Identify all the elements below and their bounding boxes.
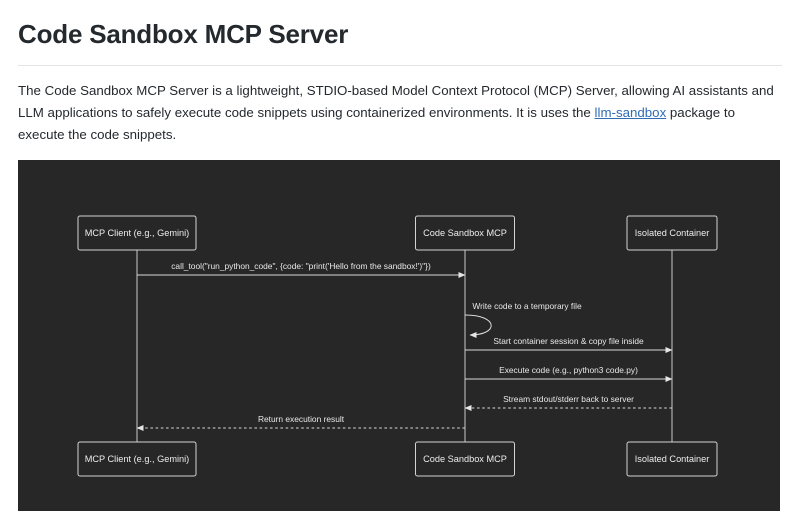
participant-container-top[interactable]: Isolated Container	[626, 215, 718, 250]
message-label: Write code to a temporary file	[472, 301, 582, 311]
participant-label: Code Sandbox MCP	[423, 227, 507, 237]
intro-text-after-link: package to execute the code snippets.	[18, 104, 735, 142]
participant-server-top[interactable]: Code Sandbox MCP	[415, 215, 515, 250]
participant-boxes-top: MCP Client (e.g., Gemini) Code Sandbox MC…	[77, 215, 718, 250]
message-2: Write code to a temporary file	[464, 301, 582, 338]
participant-box	[626, 215, 718, 250]
intro-paragraph: The Code Sandbox MCP Server is a lightwe…	[18, 80, 782, 146]
participant-client-bottom[interactable]: MCP Client (e.g., Gemini)	[77, 441, 197, 476]
sequence-diagram-panel: call_tool("run_python_code", {code: "pri…	[18, 159, 780, 511]
participant-client-top[interactable]: MCP Client (e.g., Gemini)	[77, 215, 197, 250]
participant-boxes-bottom: MCP Client (e.g., Gemini) Code Sandbox MC…	[77, 441, 718, 476]
message-label: Stream stdout/stderr back to server	[503, 394, 634, 404]
participant-label: MCP Client (e.g., Gemini)	[85, 453, 190, 463]
message-label: call_tool("run_python_code", {code: "pri…	[171, 261, 431, 271]
messages-group: call_tool("run_python_code", {code: "pri…	[136, 261, 673, 431]
message-label: Start container session & copy file insi…	[493, 336, 644, 346]
llm-sandbox-link[interactable]: llm-sandbox	[594, 104, 667, 120]
participant-label: MCP Client (e.g., Gemini)	[85, 227, 190, 237]
message-5: Stream stdout/stderr back to server	[464, 394, 672, 411]
participant-label: Isolated Container	[635, 453, 710, 463]
participant-box	[77, 441, 197, 476]
message-label: Execute code (e.g., python3 code.py)	[499, 365, 638, 375]
participant-box	[415, 215, 515, 250]
self-loop-path	[464, 314, 492, 338]
message-label: Return execution result	[258, 414, 345, 424]
participant-server-bottom[interactable]: Code Sandbox MCP	[415, 441, 515, 476]
title-divider	[18, 64, 782, 66]
message-4: Execute code (e.g., python3 code.py)	[465, 365, 673, 382]
participant-box	[626, 441, 718, 476]
lifelines-group	[136, 249, 673, 442]
participant-box	[77, 215, 197, 250]
message-6: Return execution result	[136, 414, 465, 431]
message-3: Start container session & copy file insi…	[465, 336, 673, 353]
participant-box	[415, 441, 515, 476]
participant-container-bottom[interactable]: Isolated Container	[626, 441, 718, 476]
participant-label: Code Sandbox MCP	[423, 453, 507, 463]
sequence-diagram-svg: call_tool("run_python_code", {code: "pri…	[77, 215, 718, 476]
participant-label: Isolated Container	[635, 227, 710, 237]
intro-text-before-link: The Code Sandbox MCP Server is a lightwe…	[18, 82, 774, 120]
message-1: call_tool("run_python_code", {code: "pri…	[137, 261, 466, 278]
page-title: Code Sandbox MCP Server	[18, 19, 349, 49]
